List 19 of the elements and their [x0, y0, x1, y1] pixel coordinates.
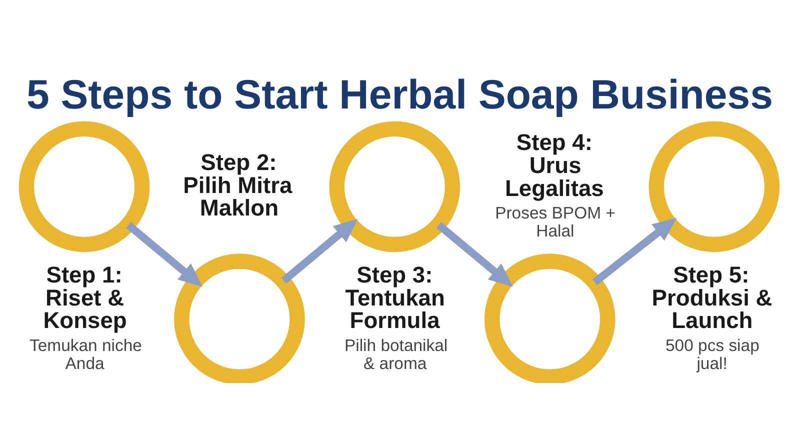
node-label: Step 3: Tentukan Formula	[345, 261, 445, 333]
node-circle	[329, 120, 460, 252]
node-label: 500 pcs siap jual!	[666, 335, 760, 372]
diagram-title: 5 Steps to Start Herbal Soap Business	[26, 71, 773, 118]
arrow	[592, 217, 677, 285]
node-circle	[18, 120, 150, 252]
node-circle	[484, 253, 616, 382]
arrow	[281, 218, 358, 284]
node-label: Temukan niche Anda	[30, 335, 142, 372]
node-label: Pilih botanikal & aroma	[344, 335, 448, 372]
node-label: Step 2: Pilih Mitra Maklon	[183, 148, 292, 220]
arrow	[436, 222, 513, 286]
node-label: Step 4: Urus Legalitas	[504, 128, 604, 200]
node-circle	[174, 253, 305, 382]
node-label: Step 1: Riset & Konsep	[43, 261, 127, 333]
node-label: Step 5: Produksi & Launch	[652, 261, 772, 333]
node-label: Proses BPOM + Halal	[495, 202, 616, 240]
arrow	[126, 222, 203, 286]
node-circle	[648, 120, 780, 252]
